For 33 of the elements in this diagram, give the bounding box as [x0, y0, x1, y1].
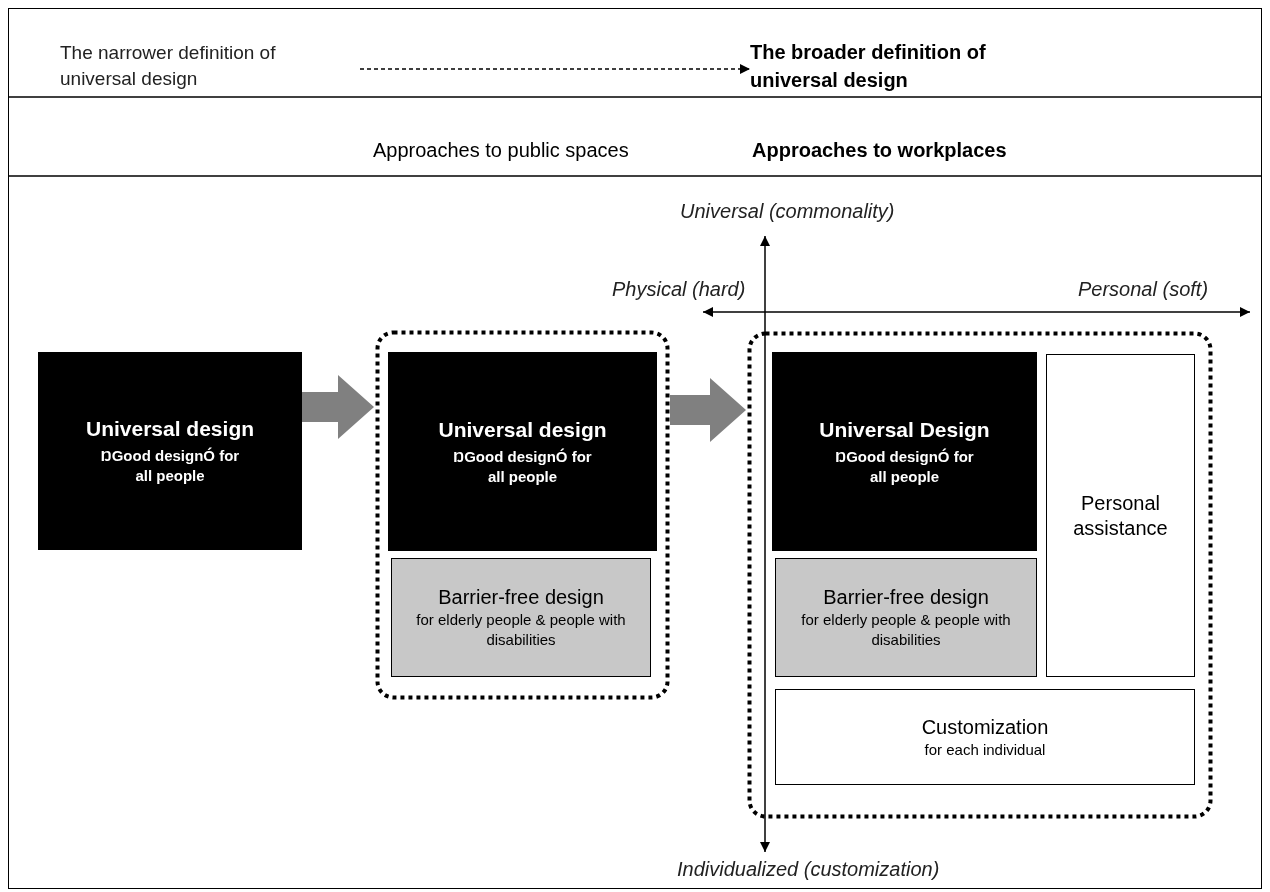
box-subtext: ŊGood designÓ for all people: [452, 446, 593, 487]
block-arrow: [302, 375, 374, 439]
box-subtext: for each individual: [924, 739, 1046, 760]
box-subtext: for elderly people & people with disabilities: [800, 610, 1012, 650]
box-subtext: for elderly people & people with disabilities: [415, 610, 627, 650]
box-heading: Universal design: [85, 416, 255, 442]
concept-box: [391, 558, 651, 677]
axis-label: Individualized (customization): [677, 858, 940, 881]
dashed-arrow: [359, 64, 751, 74]
concept-box: [1046, 354, 1195, 677]
column-heading: Approaches to public spaces: [373, 139, 629, 162]
box-heading: Barrier-free design: [823, 585, 989, 610]
box-heading: Barrier-free design: [438, 585, 604, 610]
box-heading: Universal Design: [819, 416, 990, 443]
box-subtext: ŊGood designÓ for all people: [99, 446, 241, 486]
concept-box: [772, 352, 1037, 551]
block-arrow: [670, 378, 746, 442]
axis-label: Personal (soft): [1078, 278, 1209, 301]
concept-box: [775, 558, 1037, 677]
concept-box: [388, 352, 657, 551]
box-subtext: ŊGood designÓ for all people: [834, 446, 975, 487]
concept-box: [775, 689, 1195, 785]
dotted-group-frame: [747, 331, 1213, 819]
box-heading: Personal assistance: [1072, 490, 1169, 541]
axis-label: Physical (hard): [612, 278, 746, 301]
box-heading: Customization: [921, 714, 1049, 740]
axis-label: Universal (commonality): [680, 200, 895, 223]
column-heading: Approaches to workplaces: [752, 139, 1007, 162]
dotted-group-frame: [375, 330, 670, 700]
box-heading: The narrower definition of universal design: [60, 41, 277, 91]
box-heading: Universal design: [438, 416, 607, 443]
concept-box: [38, 352, 302, 550]
box-heading: The broader definition of universal design: [750, 40, 987, 93]
